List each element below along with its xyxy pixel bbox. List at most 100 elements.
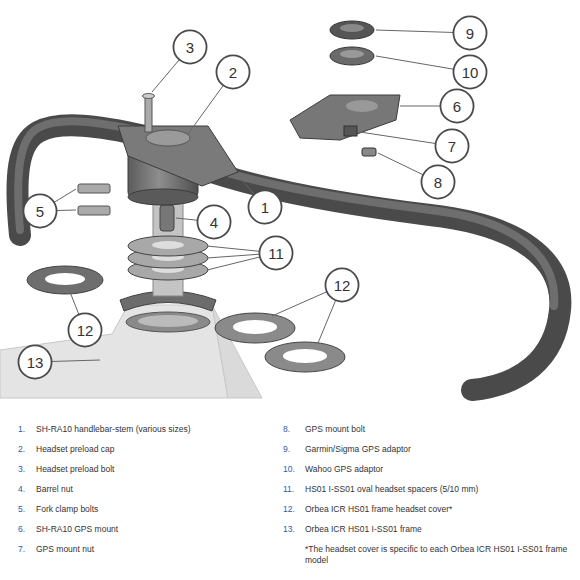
callout-circle: 1 bbox=[247, 189, 283, 225]
bearing bbox=[126, 312, 210, 332]
steerer bbox=[153, 196, 183, 296]
spacer-hole bbox=[152, 241, 184, 249]
headset-cover-hole bbox=[233, 320, 277, 334]
callout-circle-shape bbox=[453, 55, 486, 88]
legend-text: Wahoo GPS adaptor bbox=[305, 464, 383, 475]
callout-circle: 2 bbox=[215, 54, 251, 90]
legend-text: GPS mount nut bbox=[36, 544, 94, 555]
frame bbox=[0, 305, 228, 398]
legend-number: 4. bbox=[18, 484, 25, 495]
leader-lines bbox=[35, 30, 470, 362]
headset-cover-hole bbox=[283, 349, 327, 363]
callout-circle-shape bbox=[216, 55, 249, 88]
callout-number: 5 bbox=[36, 204, 44, 219]
callout-number: 4 bbox=[210, 215, 218, 230]
callout-number: 1 bbox=[261, 200, 269, 215]
callout-circle: 12 bbox=[67, 312, 103, 348]
legend-text: Barrel nut bbox=[36, 484, 73, 495]
legend-number: 12. bbox=[283, 504, 295, 515]
headset-cover bbox=[27, 266, 103, 294]
callout-circle-shape bbox=[421, 165, 454, 198]
callout-circle: 11 bbox=[258, 235, 294, 271]
callout-circle-shape bbox=[18, 345, 51, 378]
legend-number: 3. bbox=[18, 464, 25, 475]
headset-cover bbox=[215, 313, 295, 343]
callout-circle: 6 bbox=[439, 88, 475, 124]
legend-text: HS01 I-SS01 oval headset spacers (5/10 m… bbox=[305, 484, 478, 495]
gps-bolt bbox=[362, 148, 376, 156]
headset-cover bbox=[265, 342, 345, 372]
legend-text: SH-RA10 GPS mount bbox=[36, 524, 118, 535]
legend-text: GPS mount bolt bbox=[305, 424, 365, 435]
stem-body bbox=[118, 126, 238, 186]
gps-mount bbox=[290, 95, 400, 140]
legend-number: 13. bbox=[283, 524, 295, 535]
headset-cover-hole bbox=[45, 273, 85, 285]
callout-circle-shape bbox=[68, 313, 101, 346]
callout-circle-shape bbox=[197, 205, 230, 238]
callout-number: 12 bbox=[334, 278, 351, 293]
callout-number: 3 bbox=[186, 40, 194, 55]
legend-text: Orbea ICR HS01 I-SS01 frame bbox=[305, 524, 422, 535]
wahoo-adaptor-top bbox=[340, 50, 364, 58]
handlebar-shade bbox=[200, 164, 554, 306]
callout-circle: 10 bbox=[452, 54, 488, 90]
barrel-nut bbox=[160, 205, 174, 231]
legend-number: 5. bbox=[18, 504, 25, 515]
callout-circle: 4 bbox=[196, 204, 232, 240]
legend-number: 8. bbox=[283, 424, 290, 435]
legend-text: SH-RA10 handlebar-stem (various sizes) bbox=[36, 424, 190, 435]
callout-circle-shape bbox=[259, 236, 292, 269]
gps-nut bbox=[344, 126, 357, 136]
callout-circle-shape bbox=[173, 30, 206, 63]
legend-text: Garmin/Sigma GPS adaptor bbox=[305, 444, 411, 455]
callout-circle: 5 bbox=[22, 193, 58, 229]
stem-base bbox=[128, 189, 198, 205]
legend-text: Headset preload cap bbox=[36, 444, 114, 455]
callout-number: 11 bbox=[268, 246, 284, 261]
callout-circle: 13 bbox=[17, 344, 53, 380]
legend-text: Orbea ICR HS01 frame headset cover* bbox=[305, 504, 452, 515]
callout-number: 10 bbox=[462, 65, 479, 80]
wahoo-adaptor bbox=[330, 47, 374, 65]
callout-number: 2 bbox=[229, 65, 237, 80]
callout-number: 7 bbox=[448, 139, 456, 154]
callout-circle: 3 bbox=[172, 29, 208, 65]
callout-circle: 8 bbox=[420, 164, 456, 200]
spacer bbox=[128, 236, 208, 256]
callout-circle: 7 bbox=[434, 128, 470, 164]
clamp-bolt bbox=[78, 184, 110, 193]
legend-number: 6. bbox=[18, 524, 25, 535]
gps-mount-socket bbox=[346, 100, 378, 112]
callout-number: 6 bbox=[453, 99, 461, 114]
legend-number: 7. bbox=[18, 544, 25, 555]
callout-number: 13 bbox=[27, 355, 44, 370]
callout-circle-shape bbox=[248, 190, 281, 223]
callout-circle-shape bbox=[325, 268, 358, 301]
preload-bolt bbox=[145, 96, 152, 132]
clamp-bolt bbox=[78, 206, 110, 215]
legend-number: 2. bbox=[18, 444, 25, 455]
legend-number: 9. bbox=[283, 444, 290, 455]
garmin-adaptor bbox=[330, 21, 374, 39]
legend-number: 10. bbox=[283, 464, 295, 475]
callout-circle-shape bbox=[23, 194, 56, 227]
callout-circle-shape bbox=[435, 129, 468, 162]
legend-number: 11. bbox=[283, 484, 294, 495]
callout-circle-shape bbox=[440, 89, 473, 122]
callout-circle-shape bbox=[453, 16, 486, 49]
preload-bolt-head bbox=[143, 94, 155, 99]
legend-number: 1. bbox=[18, 424, 25, 435]
footnote: *The headset cover is specific to each O… bbox=[305, 544, 571, 565]
preload-cap bbox=[146, 130, 190, 146]
callout-number: 9 bbox=[466, 26, 474, 41]
bearing-inner bbox=[138, 315, 198, 327]
legend-text: Headset preload bolt bbox=[36, 464, 114, 475]
callout-number: 12 bbox=[77, 323, 94, 338]
garmin-adaptor-top bbox=[340, 24, 364, 32]
callout-circle: 12 bbox=[324, 267, 360, 303]
callout-number: 8 bbox=[434, 175, 442, 190]
legend-text: Fork clamp bolts bbox=[36, 504, 98, 515]
callout-circle: 9 bbox=[452, 15, 488, 51]
